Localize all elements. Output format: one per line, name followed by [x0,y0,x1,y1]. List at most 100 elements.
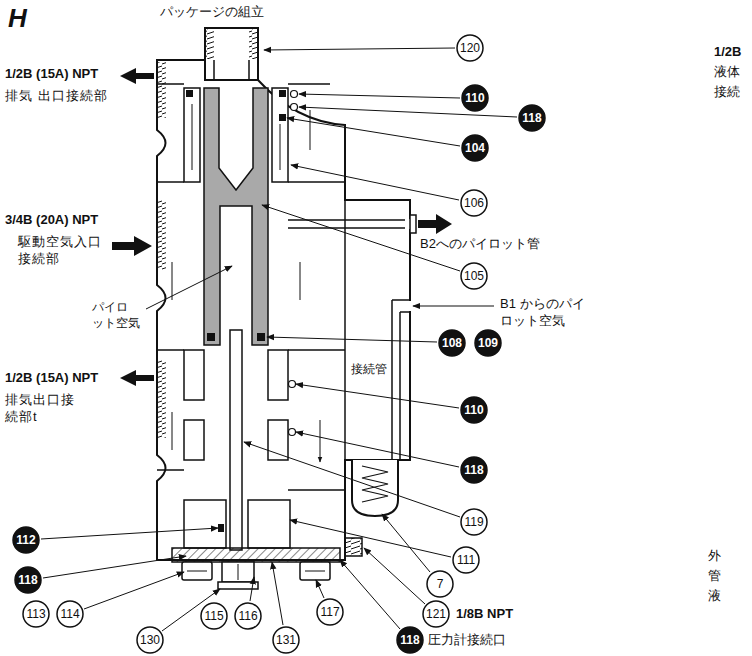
bottom-block [184,500,226,548]
callout-outline [462,85,488,111]
callout-outline [235,603,261,629]
seal [207,333,215,341]
callout-outline [201,603,227,629]
callout-circle: 118 [14,566,42,594]
callout-number: 110 [465,92,484,104]
callout-circle: 131 [272,626,300,654]
callout-outline [273,627,299,653]
callout-circle: 105 [460,262,488,290]
callout-outline [23,601,49,627]
pilot-label: B2へのパイロット管 [420,236,540,253]
callout-number: 111 [457,554,475,566]
inlet-arrow [112,236,152,256]
callout-circle: 119 [460,508,488,536]
nipple-thread [249,29,257,59]
pilot-passage [288,220,410,228]
bolt-detail [187,564,325,580]
port-label: 排気出口接 続部t [5,392,83,426]
callout-outline [457,35,483,61]
callout-number: 116 [238,610,257,622]
callout-number: 110 [464,404,483,416]
leader-line [264,48,455,50]
seal [186,90,193,97]
leader-line [250,577,254,601]
callout-number: 115 [204,610,223,622]
callout-circle: 118 [518,104,546,132]
leader-line [146,266,232,309]
guide-block [184,350,204,400]
o-ring [291,91,298,98]
callout-circle: 114 [56,600,84,628]
callout-outline [13,527,39,553]
callout-circle: 106 [460,189,488,217]
callout-circle: 116 [234,602,262,630]
port-label: 排気 出口接続部 [5,88,108,105]
leader-line [340,560,400,629]
callout-number: 109 [478,337,498,349]
passage-opening [405,301,412,311]
seal [257,333,265,341]
callout-outline [461,263,487,289]
leader-line [290,520,451,557]
port-size: 3/4B (20A) NPT [5,212,98,229]
callout-circle: 115 [200,602,228,630]
leader-line [84,572,184,609]
callout-circle: 110 [461,84,489,112]
callout-circle: 108 [438,329,466,357]
port-size: 1/2B (15A) NPT [5,370,98,387]
callout-number: 119 [464,516,483,528]
note-label: 外 [708,548,721,565]
callout-circle: 112 [12,526,40,554]
leader-line [382,514,430,572]
callout-number: 131 [276,634,296,646]
leader-line [299,107,517,117]
seal [279,114,286,121]
callout-circle: 118 [460,456,488,484]
callout-outline [475,330,501,356]
callout-circle: 118 [396,626,424,654]
callout-outline [461,457,487,483]
part-label: 接続管 [350,362,388,378]
flow-arrow [418,214,452,234]
callout-outline [461,509,487,535]
callout-number: 113 [26,608,45,620]
callout-number: 121 [426,608,446,620]
leader-line [296,432,459,467]
callout-number: 117 [320,606,339,618]
spool-piston [204,88,268,345]
callout-circle: 7 [426,570,454,598]
note-label: 液 [708,588,721,605]
callout-number: 108 [442,337,462,349]
leader-line [299,94,460,98]
port-thread [157,62,166,118]
leader-line [296,384,459,408]
callout-number: 118 [18,574,37,586]
pilot-label: B1 からのパイ ロット空気 [500,296,600,330]
callout-outline [15,567,41,593]
callout-circle: 104 [461,134,489,162]
callout-circle: 117 [316,598,344,626]
callout-number: 7 [437,578,444,590]
callout-number: 106 [464,197,484,209]
callout-outline [427,571,453,597]
callout-outline [453,547,479,573]
callout-outline [461,190,487,216]
callout-circle: 130 [136,626,164,654]
exhaust-arrow [120,68,154,84]
callout-outline [423,601,449,627]
leader-line [41,528,218,539]
callout-outline [519,105,545,131]
callout-number: 105 [464,270,484,282]
callout-circle: 120 [456,34,484,62]
callout-number: 130 [140,634,160,646]
connecting-tube [392,300,410,460]
port-label: 駆動空気入口 接続部 [18,234,114,268]
figure-title: パッケージの組立 [160,4,264,21]
callout-number: 112 [16,534,35,546]
port-label: 圧力計接続口 [428,632,506,649]
o-ring [289,429,296,436]
callout-circle: 109 [474,329,502,357]
callout-number: 120 [460,42,480,54]
valve-body [157,60,410,560]
callout-outline [57,601,83,627]
